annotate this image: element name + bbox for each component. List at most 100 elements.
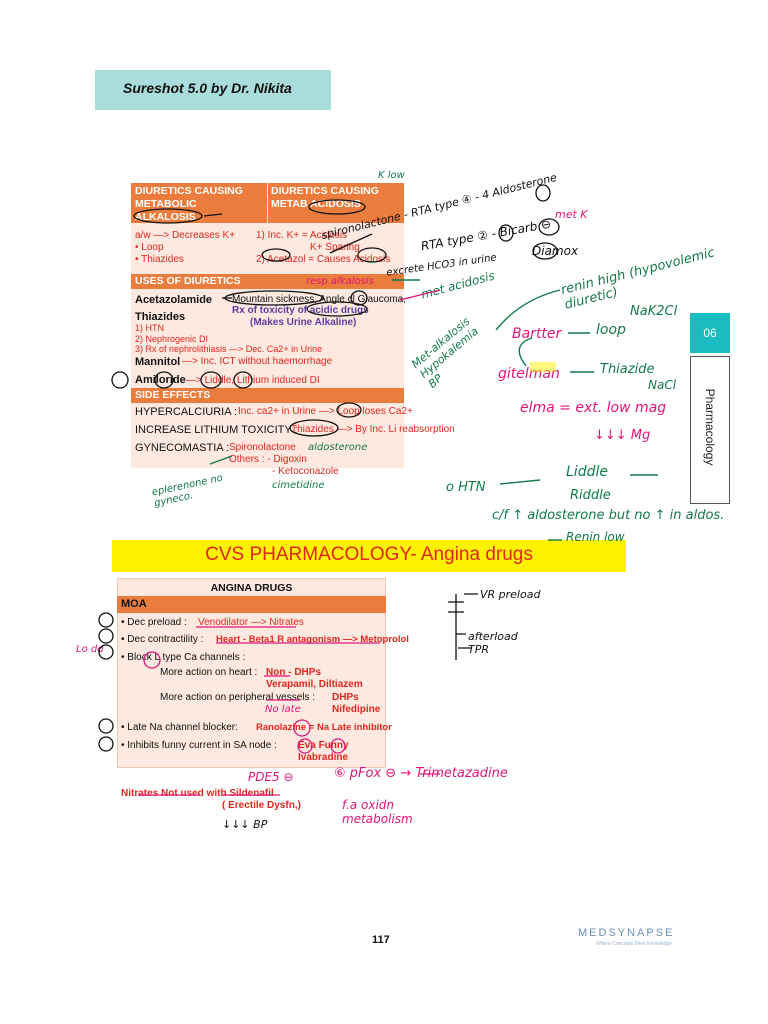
angina-row4-value2: Verapamil, Diltiazem — [266, 679, 363, 690]
gitelman-highlight — [530, 362, 556, 372]
hand-cf: c/f ↑ aldosterone but no ↑ in aldos. — [492, 508, 725, 523]
angina-row7-value1: Eva Funny — [298, 740, 349, 751]
chapter-label-box — [690, 356, 730, 504]
angina-row4-label: More action on heart : — [160, 667, 258, 678]
thiazide-use-3: 3) Rx of nephrolithiasis —> Dec. Ca2+ in… — [135, 344, 323, 354]
thiazide-use-1: 1) HTN — [135, 323, 164, 333]
hand-nacl: NaCl — [648, 378, 677, 392]
l-type-circle — [143, 651, 161, 669]
row3-number-circle — [98, 644, 114, 660]
acetazolamide-label: Acetazolamide — [135, 294, 213, 306]
hand-elma: elma = ext. low mag — [520, 400, 667, 416]
moa-band — [117, 596, 386, 613]
row-underlines-2 — [264, 675, 300, 701]
hand-cimetidine: cimetidine — [272, 480, 325, 491]
acetazolamide-use: Mountain sickness, Angle cl Glaucoma, — [232, 294, 406, 305]
diamox-circle — [532, 242, 558, 260]
hand-no-late: No late — [265, 704, 301, 715]
row7-number-circle — [98, 736, 114, 752]
eva-circle — [297, 738, 313, 754]
rta4-circle — [535, 184, 551, 202]
rta2-circle — [498, 224, 514, 242]
acidosis-circle-2 — [357, 247, 387, 263]
bartter-arrow — [495, 289, 561, 331]
hand-afterload: afterload TPR — [468, 630, 518, 656]
angina-row5-value1: DHPs — [332, 692, 359, 703]
cl-circle — [350, 290, 368, 306]
nitrate-sildenafil-note-2: ( Erectile Dysfn,) — [222, 800, 301, 811]
angina-row6-value: Ranolazine = Na Late inhibitor — [256, 722, 392, 733]
hand-loop: loop — [596, 322, 626, 338]
bicarb-circle — [538, 218, 560, 236]
funny-circle — [330, 738, 346, 754]
hand-pde5: PDE5 ⊖ — [248, 770, 294, 784]
amiloride-use: —> Liddle, Lithium induced DI — [186, 375, 320, 386]
col1-header-line2: METABOLIC — [135, 198, 197, 210]
black-ink-marks — [98, 184, 560, 752]
hand-vr-preload: VR preload — [480, 588, 541, 601]
angina-row3-label: • Block L type Ca channels : — [121, 652, 246, 663]
nitrate-sildenafil-note: Nitrates Not used with Sildenafil — [121, 788, 274, 799]
liddle-circle — [200, 371, 222, 389]
acetazol-arrow — [329, 233, 373, 254]
row6-number-circle — [98, 718, 114, 734]
row2-number-circle — [98, 628, 114, 644]
hand-mg: ↓↓↓ Mg — [594, 428, 651, 443]
hand-lo-dd: Lo dd — [76, 644, 104, 655]
alkalosis-circle — [133, 208, 203, 224]
loop-circle — [336, 402, 362, 418]
mannitol-use: —> Inc. ICT without haemorrhage — [182, 356, 333, 367]
hand-aldosterone: aldosterone — [308, 442, 368, 453]
gynecomastia-item-2: Others : - Digoxin — [229, 454, 307, 465]
lithium-toxicity-label: INCREASE LITHIUM TOXICITY : — [135, 424, 298, 436]
diuretics-table — [131, 183, 404, 468]
angina-row7-label: • Inhibits funny current in SA node : — [121, 740, 277, 751]
hand-renin-low: Renin low — [566, 530, 625, 544]
header-title: Sureshot 5.0 by Dr. Nikita — [123, 80, 292, 96]
hypercalciuria-label: HYPERCALCIURIA : — [135, 406, 238, 418]
side-effects-band — [131, 388, 404, 403]
htn-arrow — [499, 479, 541, 485]
moa-label: MOA — [121, 598, 147, 610]
acetazolamide-rx2: (Makes Urine Alkaline) — [250, 317, 357, 328]
bracket-mark — [518, 337, 533, 367]
col2-item-3: 2) Acetazol = Causes Acidosis — [256, 254, 391, 265]
hypercalciuria-note: Inc. ca2+ in Urine —> Loop loses Ca2+ — [238, 406, 413, 417]
uses-band — [131, 274, 404, 289]
mountain-sickness-circle — [224, 290, 324, 306]
acidic-drugs-circle — [306, 301, 368, 317]
hand-k-low: K low — [378, 170, 405, 181]
mannitol-label: Mannitol — [135, 356, 181, 368]
acetazolamide-rx1: Rx of toxicity of acidic drugs — [232, 305, 369, 316]
medsynapse-tagline: Where Concepts Meet Knowledge — [596, 941, 672, 947]
lithium-toxicity-note: Thiazides —> By Inc. Li reabsorption — [291, 424, 455, 435]
angina-row7-value2: Ivabradine — [298, 752, 349, 763]
col1-item-1: a/w —> Decreases K+ — [135, 230, 236, 241]
header-divider — [267, 183, 268, 223]
chapter-number-tab: 06 — [690, 313, 730, 353]
acidosis-circle — [308, 199, 366, 215]
angina-row5-value2: Nifedipine — [332, 704, 381, 715]
hand-riddle: Riddle — [570, 488, 611, 503]
hand-htn: o HTN — [446, 480, 486, 495]
hand-fa-oxidn: f.a oxidn metabolism — [342, 798, 413, 826]
pink-ink-marks — [138, 289, 556, 796]
col1-item-2: • Loop — [135, 242, 164, 253]
hand-bartter: Bartter — [512, 326, 562, 342]
acetazol-circle — [261, 248, 291, 262]
gynecomastia-label: GYNECOMASTIA : — [135, 442, 230, 454]
col1-header-line3: ALKALOSIS — [135, 211, 196, 223]
green-ink-marks — [209, 279, 658, 541]
gyneco-arrow — [209, 455, 233, 465]
hand-liddle: Liddle — [566, 464, 608, 480]
hand-diamox: Diamox — [532, 244, 579, 258]
gynecomastia-item-3: - Ketoconazole — [272, 466, 339, 477]
pink-arrows — [399, 289, 441, 775]
thiazides-label: Thiazides — [135, 311, 186, 323]
medsynapse-logo: MEDSYNAPSE — [578, 927, 675, 939]
alkalosis-arrow — [203, 213, 223, 217]
hand-met-k: met K — [555, 208, 588, 221]
angina-row6-label: • Late Na channel blocker: — [121, 722, 238, 733]
row1-number-circle — [98, 612, 114, 628]
